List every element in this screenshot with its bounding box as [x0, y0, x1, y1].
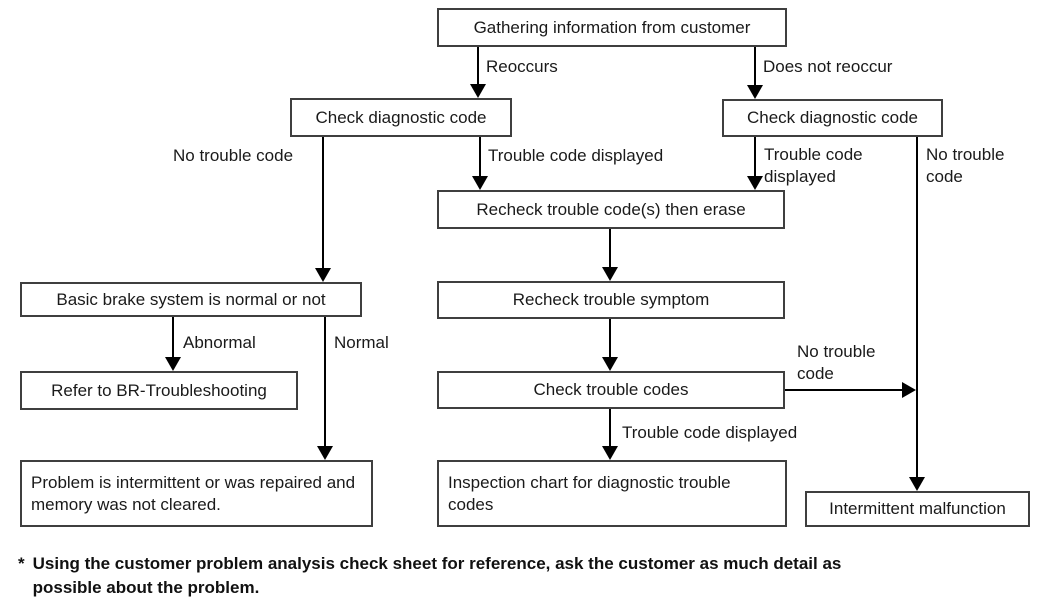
edge-no-trouble-code-left-line — [322, 137, 324, 269]
edge-label-trouble-code-displayed-right: Trouble code displayed — [764, 145, 863, 186]
footnote-text: Using the customer problem analysis chec… — [32, 554, 842, 597]
edge-label-trouble-code-displayed-bottom: Trouble code displayed — [622, 423, 798, 442]
node-intermittent-malfunction: Intermittent malfunction — [805, 491, 1030, 527]
edge-no-trouble-code-right-line — [916, 137, 918, 477]
arrow-down-icon — [472, 176, 488, 190]
edge-label-reoccurs: Reoccurs — [486, 57, 558, 76]
arrow-down-icon — [470, 84, 486, 98]
node-gathering-information: Gathering information from customer — [437, 8, 787, 47]
edge-gathering-reoccurs-line — [477, 47, 479, 87]
node-basic-brake-system: Basic brake system is normal or not — [20, 282, 362, 317]
edge-label-no-trouble-code-left: No trouble code — [173, 146, 294, 165]
arrow-down-icon — [602, 267, 618, 281]
edge-trouble-code-displayed-left-line — [479, 137, 481, 177]
node-problem-intermittent: Problem is intermittent or was repaired … — [20, 460, 373, 527]
edge-symptom-to-codes-line — [609, 319, 611, 357]
arrow-down-icon — [315, 268, 331, 282]
edge-label-abnormal: Abnormal — [183, 333, 256, 352]
node-inspection-chart: Inspection chart for diagnostic trouble … — [437, 460, 787, 527]
edge-label-normal: Normal — [334, 333, 389, 352]
node-check-diagnostic-code-left: Check diagnostic code — [290, 98, 512, 137]
arrow-down-icon — [909, 477, 925, 491]
edge-trouble-code-displayed-right-line — [754, 137, 756, 177]
edge-no-trouble-code-out-line — [785, 389, 903, 391]
arrow-down-icon — [747, 85, 763, 99]
arrow-down-icon — [747, 176, 763, 190]
edge-normal-line — [324, 317, 326, 447]
node-recheck-trouble-codes-then-erase: Recheck trouble code(s) then erase — [437, 190, 785, 229]
edge-label-does-not-reoccur: Does not reoccur — [763, 57, 893, 76]
edge-label-trouble-code-displayed-left: Trouble code displayed — [488, 146, 664, 165]
edge-abnormal-line — [172, 317, 174, 358]
node-check-trouble-codes: Check trouble codes — [437, 371, 785, 409]
arrow-down-icon — [317, 446, 333, 460]
node-recheck-trouble-symptom: Recheck trouble symptom — [437, 281, 785, 319]
edge-label-no-trouble-code-out: No trouble code — [797, 342, 876, 383]
edge-erase-to-symptom-line — [609, 229, 611, 267]
arrow-down-icon — [602, 446, 618, 460]
arrow-down-icon — [602, 357, 618, 371]
footnote: * Using the customer problem analysis ch… — [18, 552, 913, 600]
footnote-asterisk: * — [18, 554, 25, 573]
edge-gathering-does-not-reoccur-line — [754, 47, 756, 87]
edge-label-no-trouble-code-right: No trouble code — [926, 145, 1005, 186]
node-check-diagnostic-code-right: Check diagnostic code — [722, 99, 943, 137]
node-refer-to-br-troubleshooting: Refer to BR-Troubleshooting — [20, 371, 298, 410]
arrow-down-icon — [165, 357, 181, 371]
edge-codes-to-inspection-line — [609, 409, 611, 446]
arrow-right-icon — [902, 382, 916, 398]
